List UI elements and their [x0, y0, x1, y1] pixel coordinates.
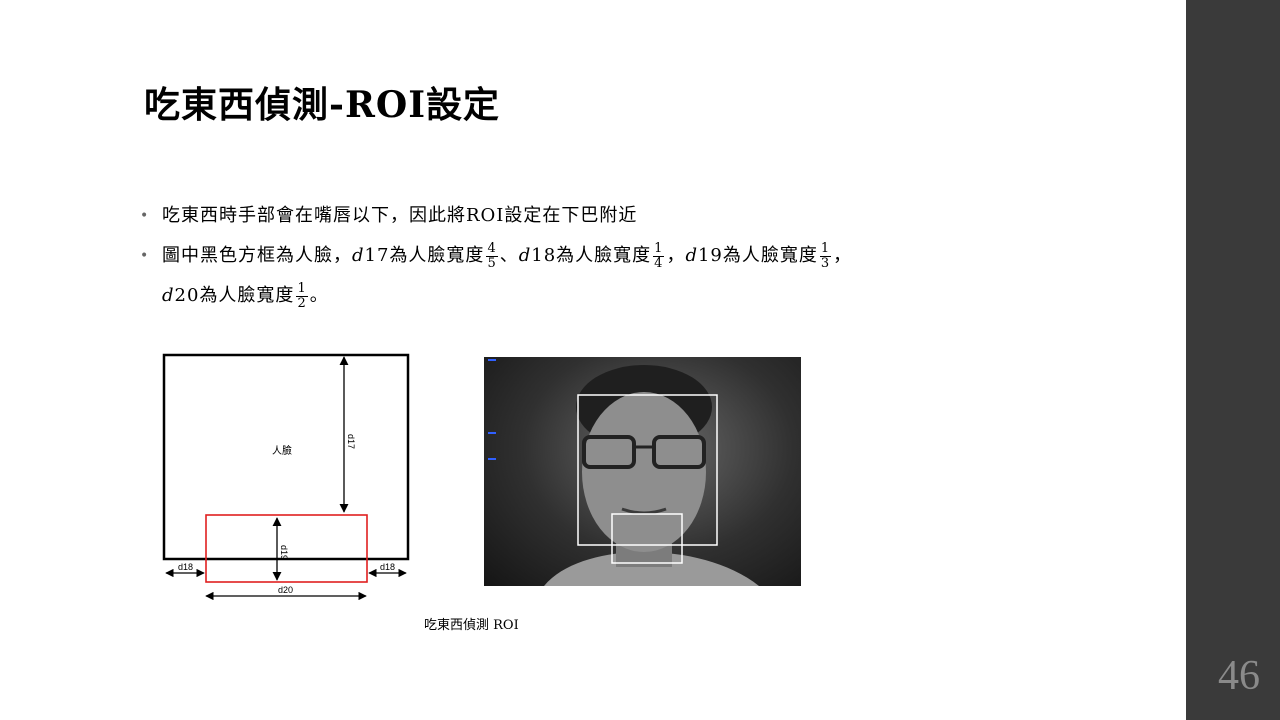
separator-2: ，: [666, 245, 686, 266]
width-text-20: 為人臉寬度: [199, 285, 295, 306]
fraction-17-num: 4: [486, 240, 498, 257]
bullet-item-1: 吃東西時手部會在嘴唇以下，因此將ROI設定在下巴附近: [140, 196, 1020, 236]
width-text-19: 為人臉寬度: [722, 245, 818, 266]
d19-label: d19: [279, 545, 289, 560]
slide-title: 吃東西偵測-ROI設定: [144, 84, 501, 126]
bullet-text-2-prefix: 圖中黑色方框為人臉，: [162, 245, 352, 266]
bullet-text-1: 吃東西時手部會在嘴唇以下，因此將ROI設定在下巴附近: [162, 205, 638, 226]
glasses-left-lens: [582, 435, 636, 469]
mouth-shape: [621, 507, 667, 515]
page-number: 46: [1218, 653, 1260, 699]
var-d17-num: 17: [364, 245, 390, 266]
var-d17-letter: d: [352, 245, 365, 266]
var-d20-num: 20: [174, 285, 200, 306]
face-label: 人臉: [272, 444, 292, 457]
bullet-list: 吃東西時手部會在嘴唇以下，因此將ROI設定在下巴附近 圖中黑色方框為人臉，d17…: [140, 196, 1020, 316]
var-d18-letter: d: [518, 245, 532, 266]
roi-detection-box: [611, 513, 683, 564]
fraction-20-den: 2: [297, 295, 307, 311]
face-photo-illustration: [488, 359, 759, 586]
separator-3: ，: [833, 245, 853, 266]
fraction-17-den: 5: [487, 255, 497, 271]
d20-label: d20: [278, 585, 293, 595]
figure-caption: 吃東西偵測 ROI: [424, 618, 519, 633]
d18-left-label: d18: [178, 562, 193, 572]
var-d19-num: 19: [697, 245, 723, 266]
face-photo: [484, 357, 801, 586]
fraction-18-num: 1: [653, 240, 665, 257]
fraction-19-den: 3: [820, 255, 831, 271]
face-shape: [582, 392, 706, 552]
fraction-20-num: 1: [296, 280, 308, 297]
separator-1: 、: [499, 245, 519, 266]
slide-sidebar: 46: [1186, 0, 1280, 720]
width-text-18: 為人臉寬度: [556, 245, 652, 266]
fraction-18-den: 4: [654, 255, 664, 271]
var-d20-letter: d: [162, 285, 175, 306]
var-d18-num: 18: [531, 245, 557, 266]
bullet-item-2: 圖中黑色方框為人臉，d17為人臉寬度45、d18為人臉寬度14，d19為人臉寬度…: [140, 236, 1020, 316]
d17-label: d17: [346, 434, 356, 449]
var-d19-letter: d: [685, 245, 698, 266]
width-text-17: 為人臉寬度: [389, 245, 485, 266]
d18-right-label: d18: [380, 562, 395, 572]
roi-box: [205, 514, 368, 583]
shoulders-shape: [544, 552, 759, 586]
roi-diagram: 人臉 d17 d19 d18 d18 d20: [162, 353, 410, 600]
sentence-end: 。: [309, 285, 329, 306]
face-box: [162, 353, 410, 561]
fraction-19-num: 1: [819, 240, 832, 257]
glasses-right-lens: [652, 435, 706, 469]
face-detection-box: [577, 394, 718, 546]
